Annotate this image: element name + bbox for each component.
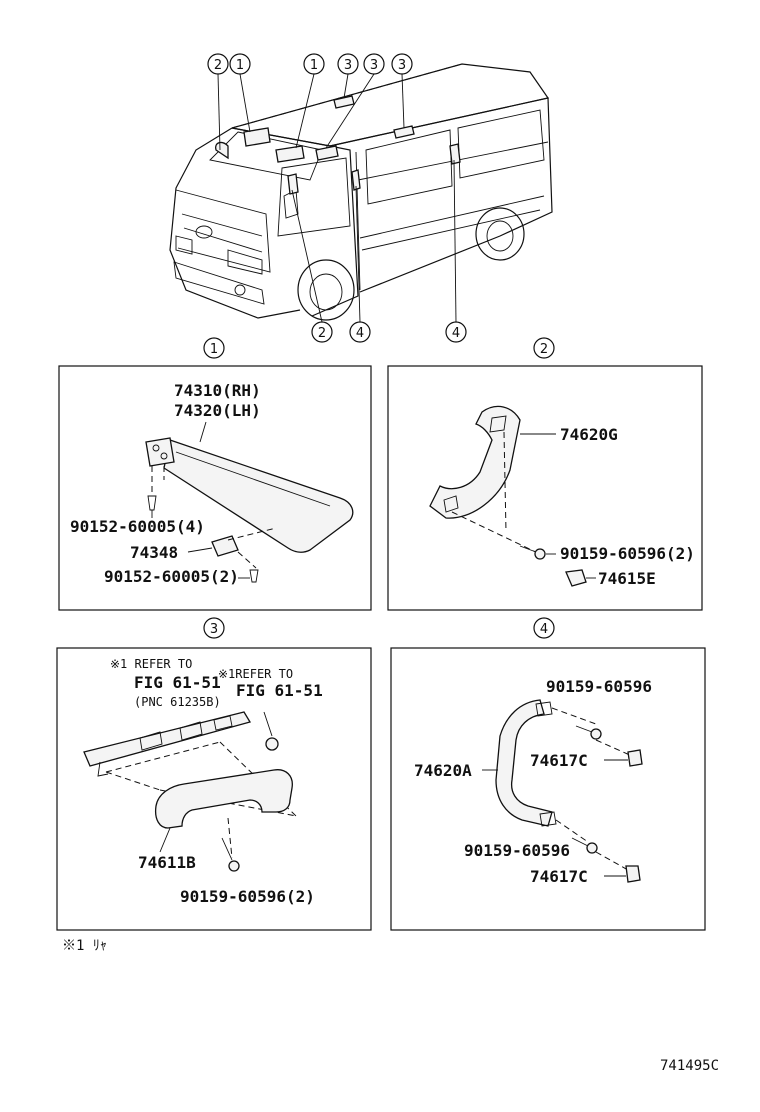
panel-2: 2 74620G 90159-60596(2) 74615E	[387, 337, 703, 611]
figure-code: 741495C	[660, 1058, 719, 1074]
panel-1: 1 74310(RH) 74320(LH) 90152-60005(4) 743…	[58, 337, 372, 611]
panel-4: 4 90159-60596 74620A 74617C 90159-60596 …	[390, 617, 706, 931]
callout-4-bottom-b: 4	[452, 326, 460, 341]
label-refer-to-2: ※1REFER TO	[218, 667, 293, 681]
label-90159-60596-2b: 90159-60596(2)	[180, 887, 315, 906]
label-74617C-lower: 74617C	[530, 867, 588, 886]
label-74310: 74310(RH)	[174, 381, 261, 400]
callout-2-bottom: 2	[318, 326, 326, 341]
panel-2-number: 2	[540, 342, 548, 357]
sun-visor-part	[163, 439, 354, 553]
label-74348: 74348	[130, 543, 178, 562]
label-fig-61-51-b: FIG 61-51	[236, 681, 323, 700]
label-90159-60596-lower: 90159-60596	[464, 841, 570, 860]
label-90159-60596-top: 90159-60596	[546, 677, 652, 696]
callout-3-top-b: 3	[370, 58, 378, 73]
callout-2-top: 2	[214, 58, 222, 73]
panel-1-number: 1	[210, 342, 218, 357]
label-90159-60596-2: 90159-60596(2)	[560, 544, 695, 563]
label-fig-61-51-a: FIG 61-51	[134, 673, 221, 692]
visor-hinge	[145, 437, 175, 467]
cap-74617C-upper	[627, 749, 643, 767]
label-74615E: 74615E	[598, 569, 656, 588]
callout-3-top-c: 3	[398, 58, 406, 73]
callout-1-top-a: 1	[236, 58, 244, 73]
panel-4-number: 4	[540, 622, 548, 637]
panel-3: 3 ※1 REFER TO FIG 61-51 (PNC 61235B) ※1R…	[56, 617, 372, 931]
label-refer-to-1: ※1 REFER TO	[110, 657, 192, 671]
callout-1-top-b: 1	[310, 58, 318, 73]
panel-3-number: 3	[210, 622, 218, 637]
van-illustration	[169, 63, 553, 321]
callout-3-top-a: 3	[344, 58, 352, 73]
label-74617C-upper: 74617C	[530, 751, 588, 770]
label-74620A: 74620A	[414, 761, 472, 780]
visor-holder	[211, 535, 239, 557]
label-74620G: 74620G	[560, 425, 618, 444]
label-74320: 74320(LH)	[174, 401, 261, 420]
callout-4-bottom-a: 4	[356, 326, 364, 341]
label-90152-60005-4: 90152-60005(4)	[70, 517, 205, 536]
overview-callouts: 2 1 1 3 3 3 2 4 4	[207, 53, 467, 343]
label-90152-60005-2: 90152-60005(2)	[104, 567, 239, 586]
footnote: ※1 ﾘｬ	[62, 938, 107, 954]
label-pnc-61235b: (PNC 61235B)	[134, 695, 221, 709]
roof-rail-bracket	[83, 711, 251, 767]
assist-grip-74611B	[154, 769, 293, 829]
label-74611B: 74611B	[138, 853, 196, 872]
cover-74615E	[565, 569, 587, 587]
cap-74617C-lower	[625, 865, 641, 883]
assist-grip-74620G	[429, 405, 521, 519]
